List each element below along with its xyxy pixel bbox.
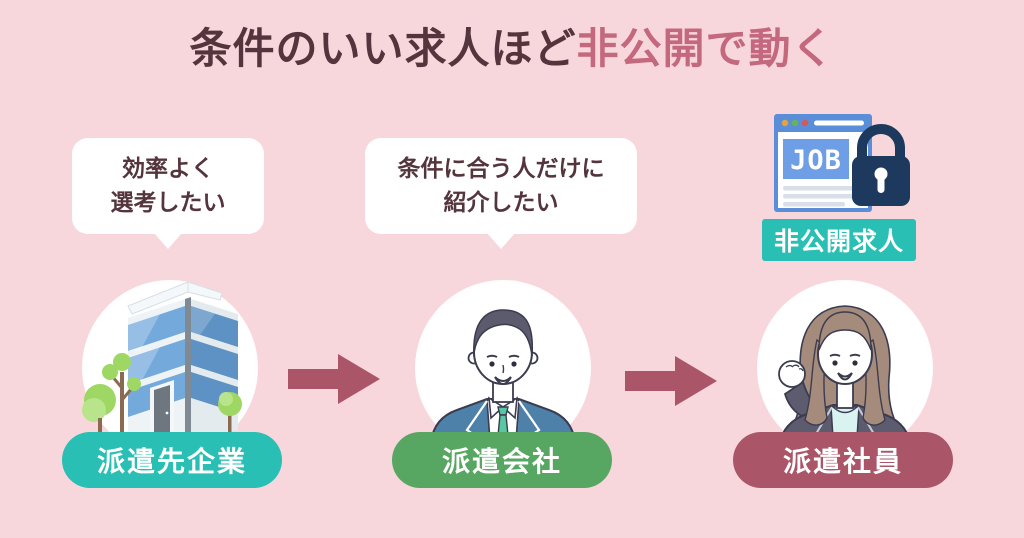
bubble-line: 条件に合う人だけに: [397, 155, 605, 182]
speech-bubble-tail: [154, 233, 182, 249]
title-prefix: 条件のいい求人ほど: [189, 24, 577, 73]
browser-dot-red: [801, 119, 809, 127]
dispatched-worker-woman-illustration: [757, 280, 933, 468]
job-box: [783, 139, 849, 179]
lock-icon: [852, 124, 910, 206]
speech-bubble-tail: [487, 233, 515, 249]
text-line: [783, 202, 845, 207]
job-text: JOB: [790, 145, 842, 176]
speech-bubble-company: 効率よく 選考したい: [72, 138, 264, 249]
page-title: 条件のいい求人ほど非公開で動く: [0, 24, 1024, 73]
bubble-line: 効率よく: [122, 155, 214, 182]
secret-job-label: 非公開求人: [762, 219, 916, 261]
text-line: [783, 186, 863, 191]
arrow-right-icon: [625, 356, 717, 406]
office-building-illustration: [82, 280, 258, 456]
secret-job-browser-lock-icon: JOB: [774, 114, 910, 212]
entity-label-client-company: 派遣先企業: [62, 432, 282, 488]
speech-bubble-agency: 条件に合う人だけに 紹介したい: [365, 138, 637, 249]
address-bar: [814, 120, 864, 126]
entity-label-staffing-agency: 派遣会社: [392, 432, 612, 488]
entity-label-dispatched-worker: 派遣社員: [733, 432, 953, 488]
bubble-line: 選考したい: [110, 190, 226, 216]
bubble-line: 紹介したい: [443, 190, 559, 216]
browser-dot-green: [791, 119, 799, 127]
arrow-right-icon: [288, 354, 380, 404]
browser-dot-yellow: [781, 119, 789, 127]
title-highlight: 非公開で動く: [576, 24, 835, 73]
text-line: [783, 194, 863, 199]
